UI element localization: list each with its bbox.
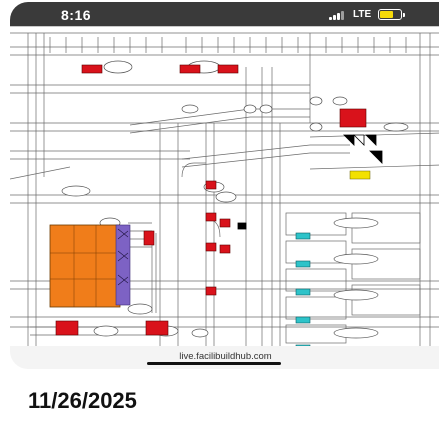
battery-charging-icon [378, 9, 405, 20]
url-text[interactable]: live.facilibuildhub.com [179, 351, 272, 362]
status-time: 8:16 [61, 7, 92, 23]
network-label: LTE [353, 9, 372, 20]
browser-url-bar[interactable]: live.facilibuildhub.com [10, 346, 439, 369]
phone-screenshot: 8:16 LTE [10, 2, 439, 369]
floor-plan-drawing[interactable] [10, 26, 439, 347]
home-indicator[interactable] [147, 362, 281, 365]
photo-date-caption: 11/26/2025 [28, 388, 137, 413]
floor-plan-canvas[interactable] [10, 27, 439, 347]
signal-bars-icon [329, 11, 349, 20]
status-bar: 8:16 LTE [10, 2, 439, 26]
